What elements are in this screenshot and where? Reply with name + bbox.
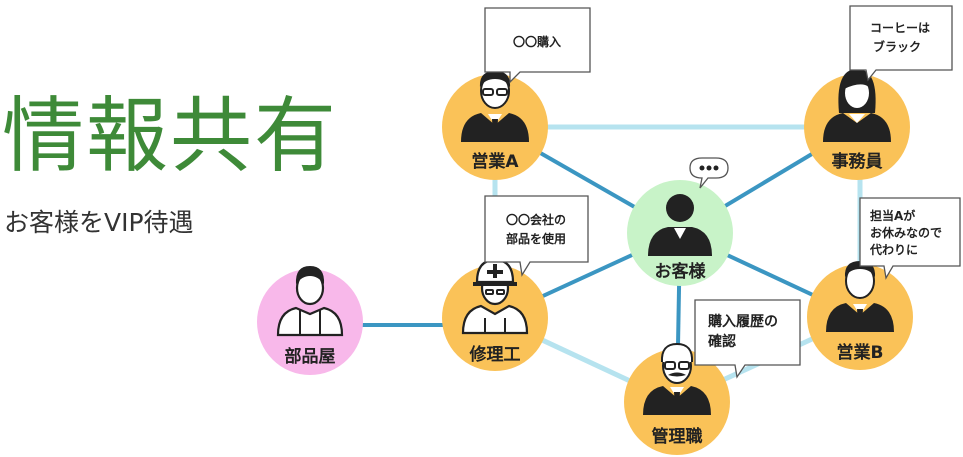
- bubble-sales-a-line-1: 〇〇購入: [513, 34, 561, 49]
- bubble-manager-line-2: 確認: [708, 333, 736, 350]
- businessman-glasses-icon: [461, 71, 529, 142]
- bubble-repair: 〇〇会社の 部品を使用: [484, 195, 589, 277]
- ellipsis-dot-3: [713, 165, 719, 171]
- office-woman-icon: [823, 69, 891, 142]
- bubble-clerk-line-1: コーヒーは: [870, 21, 930, 35]
- bubble-repair-line-1: 〇〇会社の: [506, 212, 566, 227]
- node-label-sales-b: 営業B: [837, 342, 884, 363]
- customer-icon: [648, 194, 712, 256]
- bubble-sales-b-line-1: 担当Aが: [870, 208, 915, 223]
- bubble-sales-b-line-3: 代わりに: [869, 242, 918, 257]
- bubble-clerk-line-2: ブラック: [873, 39, 921, 54]
- node-label-manager: 管理職: [652, 426, 703, 447]
- parts-dealer-icon: [276, 266, 344, 337]
- bubble-sales-a: 〇〇購入: [484, 7, 591, 84]
- node-label-repair: 修理工: [469, 344, 521, 365]
- bubble-clerk: コーヒーは ブラック: [849, 5, 953, 82]
- ellipsis-dot-1: [699, 165, 705, 171]
- node-label-customer: お客様: [655, 261, 707, 282]
- page-subtitle: お客様をVIP待遇: [4, 208, 194, 237]
- hardhat-worker-icon: [461, 258, 529, 335]
- node-label-clerk: 事務員: [832, 151, 883, 172]
- page-title: 情報共有: [2, 89, 339, 184]
- node-label-parts: 部品屋: [285, 346, 336, 367]
- bubble-sales-b: 担当Aが お休みなので 代わりに: [859, 197, 961, 280]
- bubble-manager-line-1: 購入履歴の: [707, 313, 778, 330]
- ellipsis-dot-2: [706, 165, 712, 171]
- manager-mustache-icon: [643, 342, 711, 415]
- bubble-repair-line-2: 部品を使用: [506, 231, 566, 246]
- bubble-customer: [689, 157, 729, 189]
- bubble-manager: 購入履歴の 確認: [694, 299, 801, 379]
- bubble-sales-b-line-2: お休みなので: [870, 225, 942, 240]
- node-label-sales-a: 営業A: [471, 151, 519, 172]
